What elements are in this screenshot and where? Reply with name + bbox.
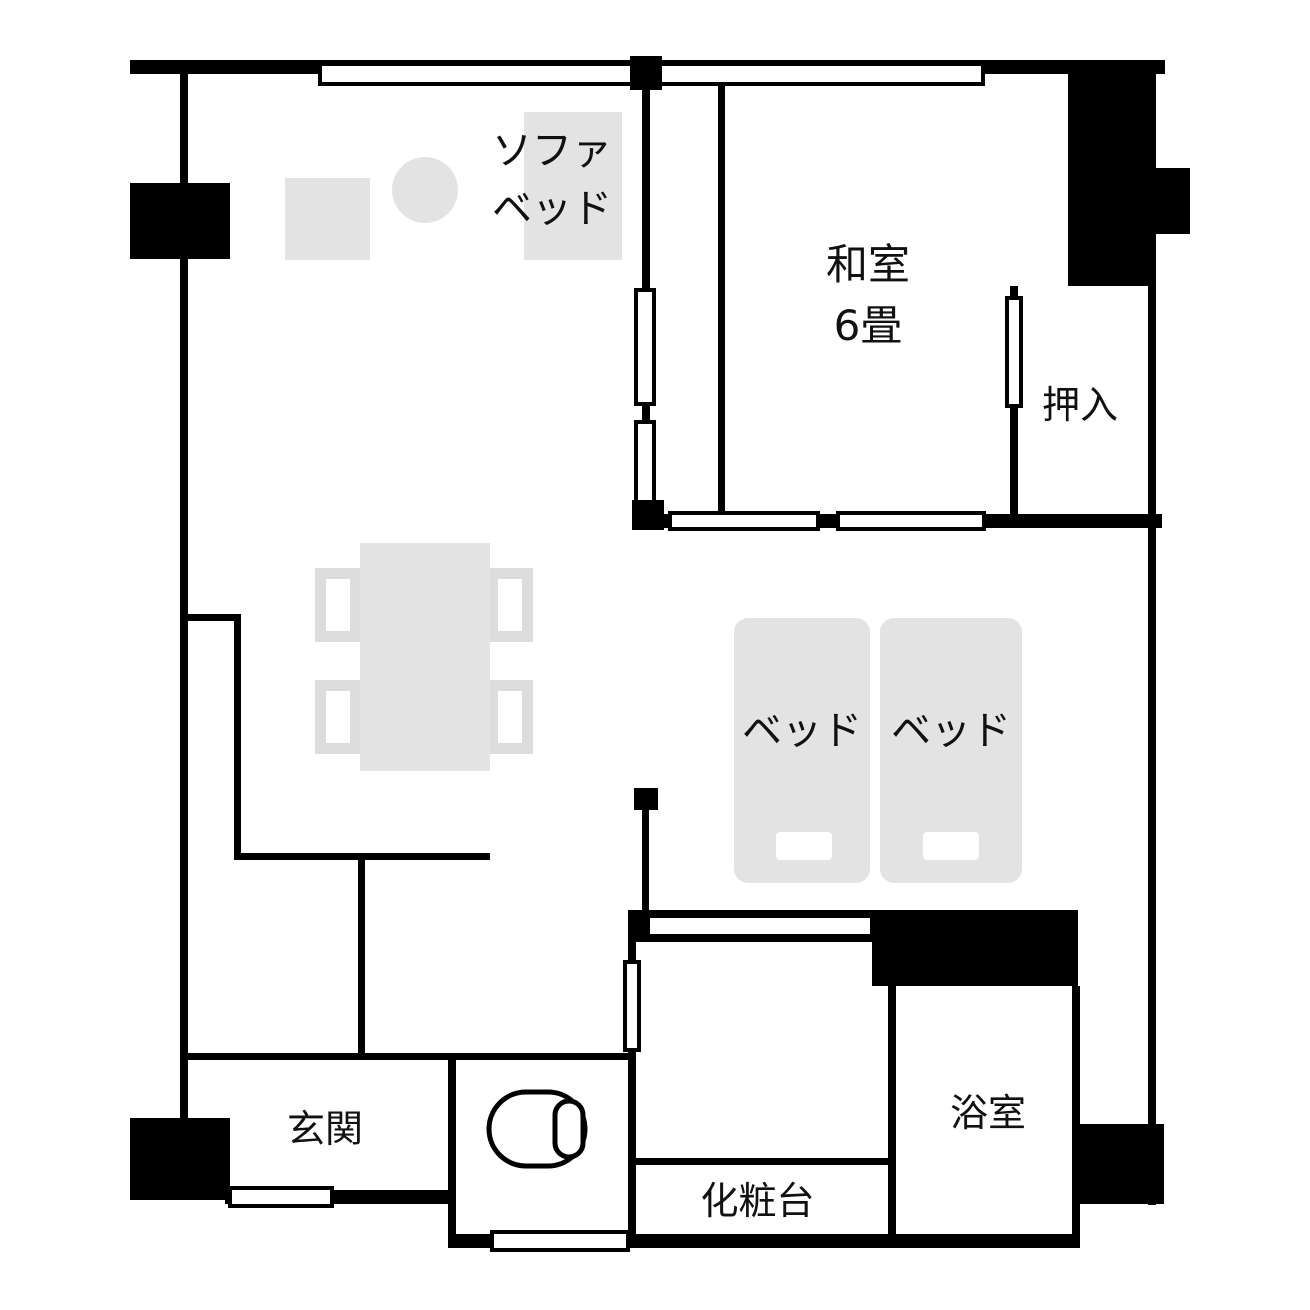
wall-step-v1 xyxy=(234,614,241,860)
door-washitsu-1 xyxy=(668,511,820,531)
chair-top-left xyxy=(315,568,361,642)
pillar-top-right xyxy=(1068,74,1152,286)
bed-left-pillow xyxy=(776,832,832,860)
wall-genkan-top xyxy=(183,1053,635,1060)
genkan-label: 玄関 xyxy=(286,1107,363,1151)
wall-bottom-left-step xyxy=(448,1190,456,1248)
pillar-bottom-left xyxy=(130,1118,230,1200)
wall-corridor xyxy=(358,853,365,1060)
washitsu-label-line2: 6畳 xyxy=(833,300,903,350)
sofa-bed-label: ソファ ベッド xyxy=(478,122,626,238)
oshiire-label: 押入 xyxy=(1041,383,1118,427)
wall-washroom-left xyxy=(628,942,636,1242)
chair-bottom-left xyxy=(315,680,361,754)
window-engawa-1 xyxy=(634,288,656,406)
wall-left xyxy=(180,60,188,1200)
stool xyxy=(392,157,458,223)
washitsu-label-line1: 和室 xyxy=(825,240,910,289)
window-top-post xyxy=(630,56,662,90)
door-washroom xyxy=(623,960,641,1052)
bed-left-label: ベッド xyxy=(742,708,862,754)
wall-toilet-left xyxy=(448,1053,456,1198)
door-oshiire xyxy=(1005,296,1023,408)
wall-unit-top-inset xyxy=(650,918,870,934)
window-bottom xyxy=(490,1230,630,1252)
sofa-bed-label-line2: ベッド xyxy=(492,186,612,232)
keshodai-label: 化粧台 xyxy=(700,1179,815,1223)
wall-yokushitsu-left xyxy=(888,986,896,1242)
chair-top-right xyxy=(487,568,533,642)
toilet-icon xyxy=(486,1089,588,1169)
wall-yokushitsu-top-block xyxy=(872,938,1078,986)
pillar-top-right-ext xyxy=(1148,168,1190,234)
wall-keshodai-divider xyxy=(636,1158,888,1165)
door-genkan xyxy=(228,1186,334,1208)
pillar-top-left xyxy=(130,183,230,259)
sofa-bed-label-line1: ソファ xyxy=(492,128,612,174)
wall-step-h1 xyxy=(183,614,241,621)
wall-bedroom-divider xyxy=(642,798,649,912)
yokushitsu-label: 浴室 xyxy=(949,1091,1026,1135)
wall-washitsu-left xyxy=(718,74,725,524)
wall-washitsu-corner-node xyxy=(632,500,664,530)
dining-table xyxy=(360,543,490,771)
window-engawa-2 xyxy=(634,420,656,504)
wall-bedroom-divider-node xyxy=(634,788,658,810)
door-washitsu-2 xyxy=(836,511,986,531)
bed-right-label: ベッド xyxy=(891,708,1011,754)
wall-right xyxy=(1148,60,1156,1205)
wall-yokushitsu-right xyxy=(1072,986,1080,1248)
washitsu-label: 和室 6畳 xyxy=(788,235,948,357)
sofa-bed xyxy=(524,112,622,260)
chair-bottom-right xyxy=(487,680,533,754)
side-table xyxy=(285,178,370,260)
pillar-bottom-right xyxy=(1072,1124,1164,1204)
bed-right-pillow xyxy=(923,832,979,860)
